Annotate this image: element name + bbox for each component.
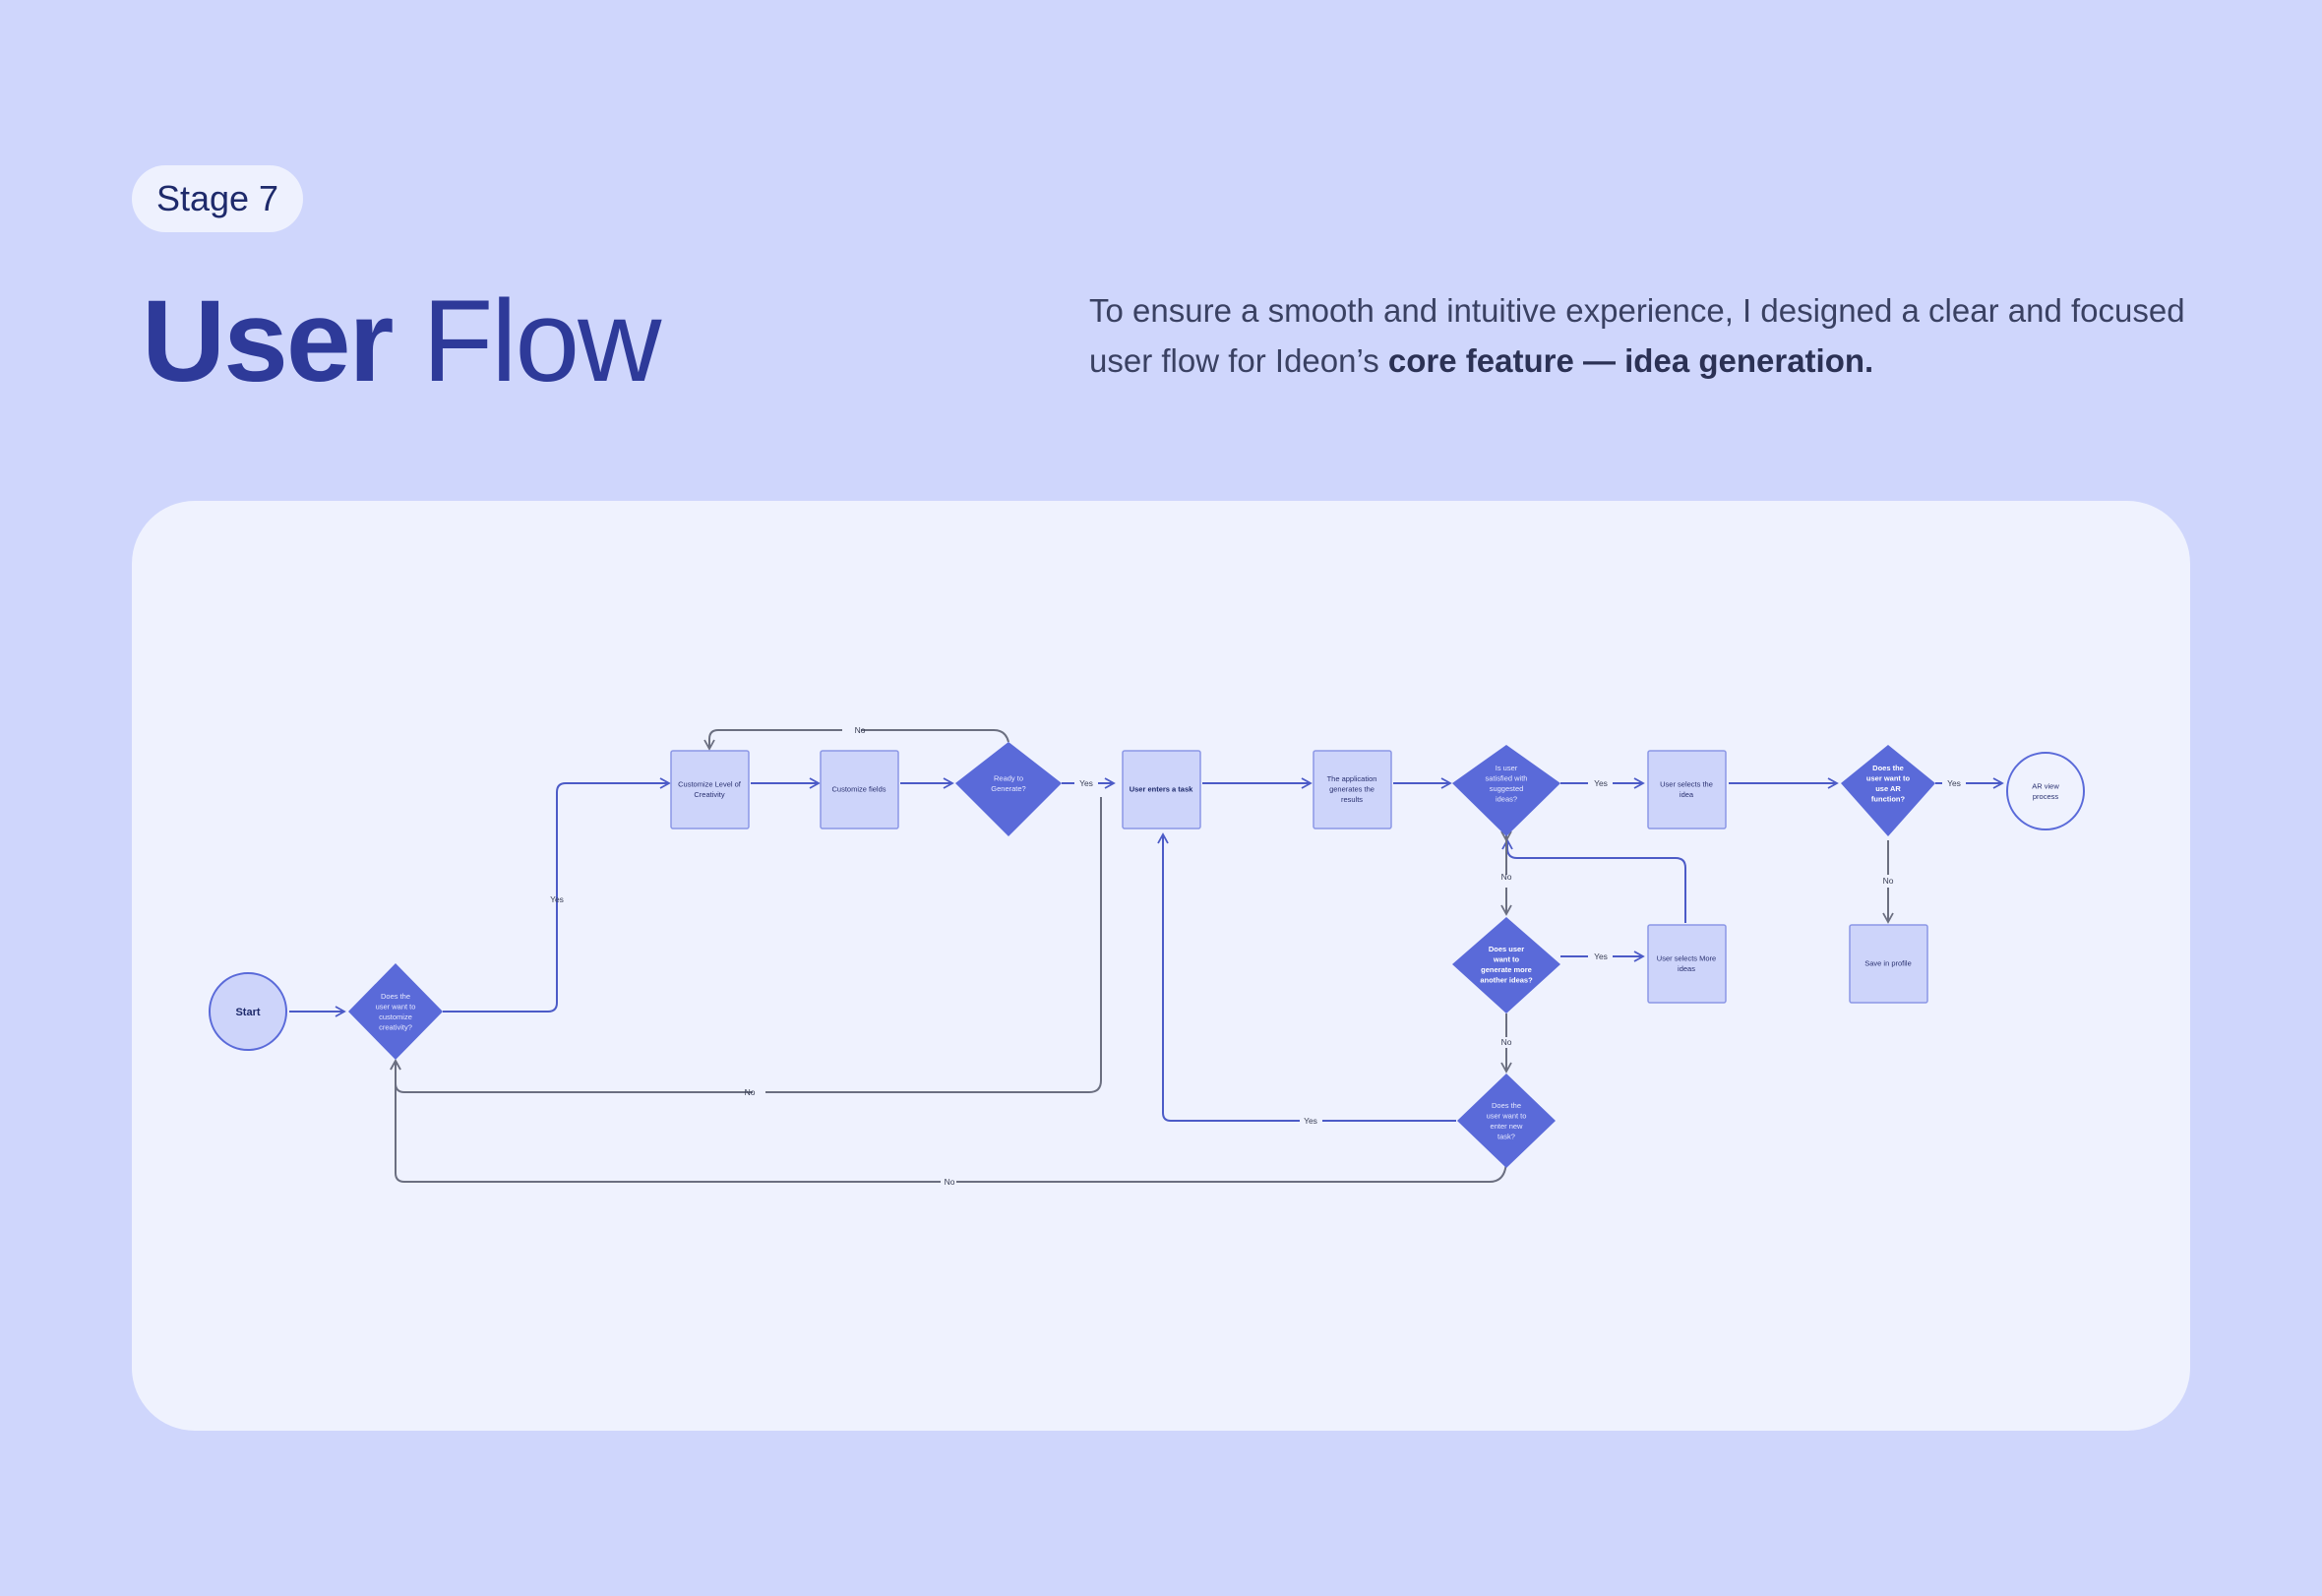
page-title-light: Flow [422, 276, 661, 406]
node-label-line: user want to [376, 1002, 416, 1011]
label-no: No [855, 725, 866, 735]
process-save-profile: Save in profile [1849, 924, 1928, 1004]
node-label-line: User selects More [1657, 953, 1716, 962]
intro-plain: To ensure a smooth and intuitive experie… [1089, 292, 2185, 379]
node-label: User selects the idea [1660, 779, 1713, 799]
node-label-line: Generate? [991, 784, 1025, 793]
flow-canvas: Yes No Yes Yes Yes Yes Yes No No No No N… [132, 501, 2190, 1431]
node-label-line: Customize fields [831, 785, 886, 794]
label-yes: Yes [550, 894, 564, 904]
edge-ready-no-return-b [390, 1059, 753, 1093]
process-customize-fields: Customize fields [820, 750, 899, 829]
intro-text: To ensure a smooth and intuitive experie… [1089, 285, 2191, 386]
label-no: No [945, 1177, 955, 1187]
node-label: Customize Level of Creativity [678, 779, 742, 799]
node-label-line: function? [1871, 794, 1906, 803]
stage-label: Stage 7 [155, 178, 279, 218]
label-yes: Yes [1594, 778, 1608, 788]
stage-badge: Stage 7 [132, 165, 303, 232]
node-label-line: enter new [1491, 1122, 1524, 1131]
edge-more-back [1501, 838, 1686, 923]
node-label: Ready to Generate? [991, 773, 1025, 793]
node-label-line: Save in profile [1864, 959, 1912, 968]
edge-ready-no-return-a [765, 797, 1102, 1093]
node-label-line: ideas? [1496, 794, 1517, 803]
label-no: No [745, 1087, 756, 1097]
node-label-line: process [2033, 792, 2059, 801]
node-label: AR view process [2032, 781, 2059, 801]
node-label-line: Ready to [994, 773, 1023, 782]
process-selects-idea: User selects the idea [1647, 750, 1727, 829]
node-label-line: results [1341, 795, 1363, 804]
node-start: Start [209, 972, 287, 1051]
node-label-line: customize [379, 1013, 412, 1021]
label-yes: Yes [1079, 778, 1093, 788]
process-selects-more: User selects More ideas [1647, 924, 1727, 1004]
node-label: User enters a task [1130, 785, 1193, 794]
node-ar-view: AR view process [2006, 752, 2085, 830]
node-label-line: User selects the [1660, 779, 1713, 788]
label-no: No [1501, 872, 1512, 882]
label-no: No [1883, 876, 1894, 886]
page-title: User Flow [142, 276, 661, 406]
edge-labels: Yes No Yes Yes Yes Yes Yes No No No No N… [550, 725, 1961, 1187]
label-yes: Yes [1594, 951, 1608, 961]
node-label-line: Creativity [694, 790, 725, 799]
process-customize-level: Customize Level of Creativity [670, 750, 750, 829]
node-label-line: Does user [1489, 945, 1524, 953]
node-label-line: Is user [1496, 764, 1518, 772]
node-label-line: idea [1680, 790, 1694, 799]
flow-diagram: Yes No Yes Yes Yes Yes Yes No No No No N… [209, 725, 2085, 1187]
node-label-line: task? [1497, 1132, 1515, 1140]
node-label-line: creativity? [379, 1022, 412, 1031]
node-label-line: Does the [1492, 1101, 1521, 1110]
node-label: Customize fields [831, 785, 886, 794]
node-label-line: satisfied with [1486, 773, 1528, 782]
node-label-line: suggested [1490, 784, 1524, 793]
node-label-line: another ideas? [1480, 975, 1533, 984]
edge-q1-yes [443, 777, 671, 1013]
edge-newtask-no-a [956, 1158, 1507, 1183]
connectors-main [289, 777, 2004, 1122]
node-label-line: User enters a task [1130, 785, 1193, 794]
node-label-line: Does the [381, 992, 410, 1001]
edge-newtask-no-b [390, 1059, 941, 1183]
node-label-line: generates the [1329, 785, 1375, 794]
node-label-line: Customize Level of [678, 779, 742, 788]
node-label-line: user want to [1487, 1111, 1527, 1120]
node-label-line: ideas [1678, 964, 1695, 973]
node-label-line: want to [1493, 954, 1520, 963]
decision-ready-generate: Ready to Generate? [955, 742, 1062, 836]
node-label-line: AR view [2032, 781, 2059, 790]
process-enter-task: User enters a task [1122, 750, 1201, 829]
node-label: User selects More ideas [1657, 953, 1716, 973]
edge-ready-no-a [861, 729, 1009, 743]
label-yes: Yes [1304, 1116, 1317, 1126]
label-yes: Yes [1947, 778, 1961, 788]
node-label-line: user want to [1866, 773, 1911, 782]
node-label-line: The application [1327, 774, 1377, 783]
page-title-bold: User [142, 276, 394, 406]
label-no: No [1501, 1037, 1512, 1047]
node-label: Save in profile [1864, 959, 1912, 968]
edge-ready-no-b [703, 729, 842, 751]
node-label-line: use AR [1875, 784, 1901, 793]
intro-bold: core feature — idea generation. [1387, 342, 1874, 379]
node-label-line: Does the [1872, 764, 1904, 772]
start-label: Start [235, 1007, 260, 1018]
node-label-line: generate more [1481, 965, 1532, 974]
edge-newtask-yes-b [1157, 832, 1300, 1122]
